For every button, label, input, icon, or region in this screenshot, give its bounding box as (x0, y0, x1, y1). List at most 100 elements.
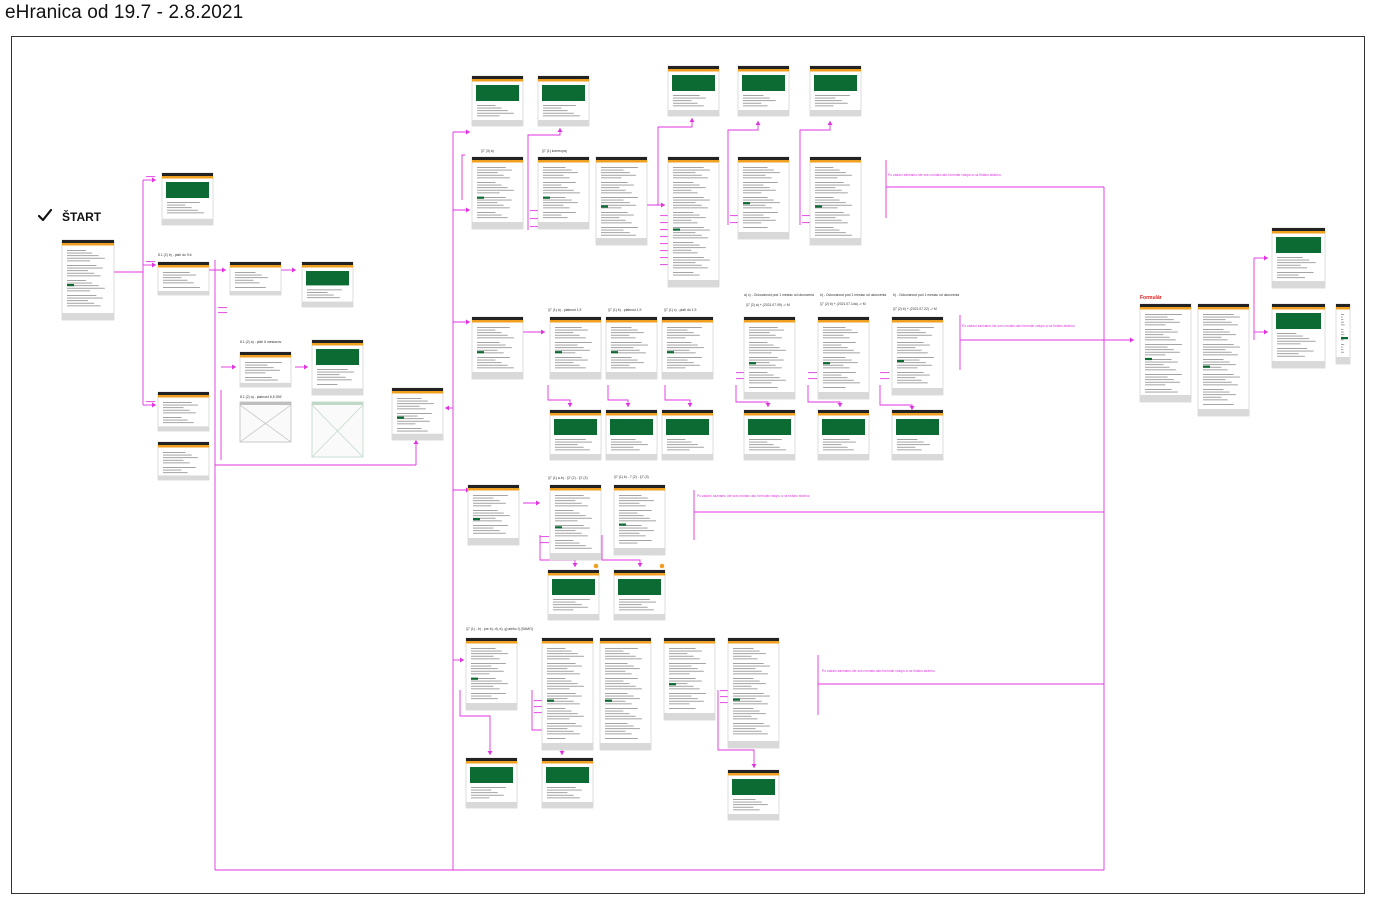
screen-thumbnail[interactable] (471, 156, 524, 230)
screen-thumbnail[interactable] (605, 316, 658, 380)
screen-thumbnail[interactable] (549, 316, 602, 380)
screen-thumbnail[interactable] (817, 409, 870, 461)
screen-thumbnail[interactable] (809, 156, 862, 246)
screen-thumbnail[interactable] (157, 441, 210, 481)
arrowhead-icon (827, 121, 833, 125)
screen-text-line (1203, 316, 1240, 318)
screen-header-stripe (240, 355, 291, 358)
screen-thumbnail[interactable] (727, 769, 780, 821)
screen-text-line (163, 417, 182, 418)
screen-thumbnail[interactable] (661, 316, 714, 380)
screen-header-stripe (1198, 307, 1249, 310)
screen-thumbnail[interactable] (817, 316, 870, 400)
screen-thumbnail[interactable] (605, 409, 658, 461)
screen-thumbnail[interactable] (229, 261, 282, 296)
screen-thumbnail[interactable] (661, 409, 714, 461)
screen-text-line (823, 377, 848, 379)
screen-thumbnail[interactable] (391, 387, 444, 441)
screen-text-line (897, 337, 918, 339)
screen-text-line (1277, 340, 1316, 342)
placeholder-screen[interactable] (311, 401, 364, 458)
screen-thumbnail[interactable] (891, 316, 944, 396)
screen-footer (472, 222, 523, 229)
screen-thumbnail[interactable] (1335, 303, 1351, 365)
screen-thumbnail[interactable] (595, 156, 648, 246)
screen-thumbnail[interactable] (1271, 303, 1326, 369)
screen-thumbnail[interactable] (613, 569, 666, 621)
screen-thumbnail[interactable] (1139, 303, 1192, 403)
screen-thumbnail[interactable] (541, 757, 594, 809)
condition-tick (720, 702, 729, 704)
screen-thumbnail[interactable] (61, 239, 115, 321)
screen-thumbnail[interactable] (161, 172, 214, 226)
screen-text-line (477, 329, 496, 331)
screen-text-line (1145, 316, 1168, 318)
screen-thumbnail[interactable] (549, 484, 602, 561)
screen-text-line (601, 234, 636, 236)
screen-thumbnail[interactable] (599, 637, 652, 751)
screen-text-line (733, 809, 760, 811)
screen-thumbnail[interactable] (667, 156, 720, 288)
screen-text-line (235, 287, 266, 288)
screen-text-line (667, 367, 686, 369)
screen-footer (1140, 395, 1191, 402)
screen-thumbnail[interactable] (471, 316, 524, 380)
screen-thumbnail[interactable] (663, 637, 716, 721)
screen-text-line (397, 398, 422, 399)
screen-text-line (749, 329, 784, 331)
screen-text-line (743, 177, 772, 179)
screen-text-line (543, 174, 564, 176)
screen-thumbnail[interactable] (537, 75, 590, 127)
screen-text-line (605, 710, 624, 712)
screen-thumbnail[interactable] (667, 65, 720, 117)
screen-thumbnail[interactable] (743, 409, 796, 461)
screen-thumbnail[interactable] (743, 316, 796, 400)
screen-text-line (815, 212, 844, 213)
screen-thumbnail[interactable] (471, 75, 524, 127)
screen-thumbnail[interactable] (537, 156, 590, 230)
screen-header-stripe (1140, 307, 1191, 310)
screen-thumbnail[interactable] (467, 484, 520, 546)
screen-text-line (669, 648, 696, 649)
screen-text-line (673, 105, 704, 107)
screen-text-line (543, 192, 580, 194)
screen-text-line (619, 532, 640, 534)
screen-thumbnail[interactable] (541, 637, 594, 751)
screen-thumbnail[interactable] (737, 65, 790, 117)
screen-thumbnail[interactable] (1197, 303, 1250, 417)
screen-text-line (477, 197, 506, 198)
screen-thumbnail[interactable] (727, 637, 780, 749)
screen-text-line (897, 382, 928, 384)
screen-thumbnail[interactable] (311, 339, 364, 396)
screen-text-line (1145, 354, 1166, 356)
screen-thumbnail[interactable] (239, 351, 292, 388)
screen-text-line (543, 189, 574, 191)
screen-text-line (733, 658, 758, 660)
screen-text-line (605, 730, 626, 732)
screen-footer (538, 120, 589, 126)
screen-thumbnail[interactable] (547, 569, 600, 621)
placeholder-screen[interactable] (239, 401, 292, 443)
screen-thumbnail[interactable] (301, 261, 354, 308)
screen-thumbnail[interactable] (613, 484, 666, 556)
screen-thumbnail[interactable] (157, 261, 210, 296)
screen-thumbnail[interactable] (465, 757, 518, 809)
screen-text-line (667, 337, 686, 339)
arrowhead-icon (487, 751, 493, 755)
screen-thumbnail[interactable] (891, 409, 944, 461)
screen-thumbnail[interactable] (549, 409, 602, 461)
screen-footer (744, 454, 795, 460)
screen-thumbnail[interactable] (1271, 227, 1326, 289)
screen-header-bar (550, 317, 601, 320)
screen-text-line (601, 167, 638, 168)
screen-header-bar (738, 66, 789, 69)
condition-tick (802, 215, 811, 217)
screen-thumbnail[interactable] (809, 65, 862, 117)
arrowhead-icon (572, 563, 578, 567)
screen-thumbnail[interactable] (465, 637, 518, 711)
screen-text-line (733, 730, 762, 732)
screen-thumbnail[interactable] (157, 391, 210, 432)
screen-thumbnail[interactable] (737, 156, 790, 240)
